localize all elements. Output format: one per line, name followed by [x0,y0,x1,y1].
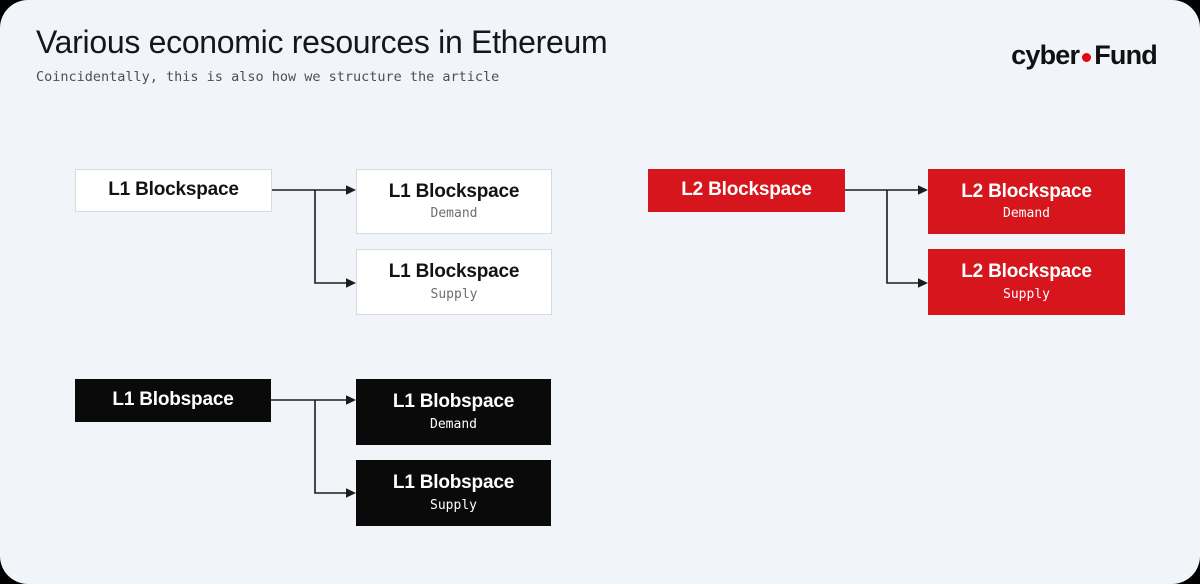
node-label: L2 Blockspace [681,179,812,201]
cyberfund-logo: cyber Fund [1011,40,1158,71]
arrowhead-icon [346,488,356,498]
node-sublabel: Demand [430,416,477,432]
node-l2-blockspace-source: L2 Blockspace [648,169,845,212]
node-l1-blockspace-source: L1 Blockspace [75,169,272,212]
node-l1-blobspace-demand: L1 Blobspace Demand [356,379,551,445]
node-label: L2 Blockspace [961,180,1092,202]
arrowhead-icon [346,278,356,288]
node-label: L1 Blobspace [392,472,515,494]
node-l1-blockspace-demand: L1 Blockspace Demand [356,169,552,234]
node-label: L1 Blockspace [108,179,239,201]
logo-dot-icon [1082,53,1092,62]
connector-l1blobspace-supply [314,400,347,494]
logo-text-cyber: cyber [1011,40,1080,70]
page-title: Various economic resources in Ethereum [36,24,608,60]
page-subtitle: Coincidentally, this is also how we stru… [36,69,500,85]
connector-l2blockspace-supply [886,190,919,284]
arrowhead-icon [346,185,356,195]
node-label: L1 Blockspace [388,261,520,283]
node-l2-blockspace-supply: L2 Blockspace Supply [928,249,1125,315]
node-label: L1 Blobspace [112,389,234,411]
arrowhead-icon [346,395,356,405]
node-l1-blobspace-source: L1 Blobspace [75,379,271,422]
node-label: L1 Blobspace [392,391,515,413]
node-l1-blockspace-supply: L1 Blockspace Supply [356,249,552,315]
node-sublabel: Demand [430,206,478,222]
node-sublabel: Demand [1003,206,1050,222]
logo-text-fund: Fund [1094,40,1158,70]
node-l1-blobspace-supply: L1 Blobspace Supply [356,460,551,526]
arrowhead-icon [918,185,928,195]
node-sublabel: Supply [1003,286,1050,302]
node-sublabel: Supply [430,286,478,302]
node-sublabel: Supply [430,497,477,513]
connector-l1blockspace-supply [314,190,347,284]
node-l2-blockspace-demand: L2 Blockspace Demand [928,169,1125,234]
node-label: L1 Blockspace [388,180,520,202]
node-label: L2 Blockspace [961,261,1092,283]
arrowhead-icon [918,278,928,288]
